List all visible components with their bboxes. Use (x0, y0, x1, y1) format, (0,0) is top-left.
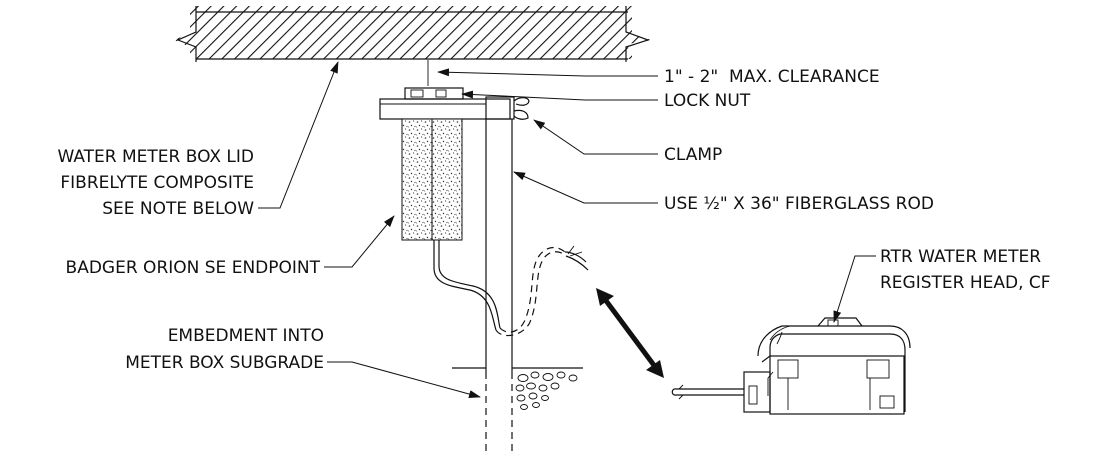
endpoint-wire (433, 240, 589, 337)
endpoint-cap (379, 87, 515, 120)
register-label-line1: RTR WATER METER (880, 247, 1041, 267)
endpoint-body (401, 118, 463, 241)
leader-lines (258, 60, 876, 398)
register-label-line2: REGISTER HEAD, CF (880, 273, 1051, 293)
embedment-label-line2: METER BOX SUBGRADE (125, 353, 324, 373)
endpoint-label: BADGER ORION SE ENDPOINT (66, 258, 321, 278)
clearance-label: 1" - 2" MAX. CLEARANCE (664, 67, 880, 87)
register-head-device (671, 317, 911, 415)
lid-label-line3: SEE NOTE BELOW (102, 199, 254, 219)
subgrade-ground (452, 367, 583, 410)
lock-nut-label: LOCK NUT (664, 91, 751, 111)
lid-label-line2: FIBRELYTE COMPOSITE (60, 173, 254, 193)
embedment-label-line1: EMBEDMENT INTO (168, 326, 324, 346)
wireless-link-arrow (596, 288, 664, 378)
clamp-label: CLAMP (664, 145, 722, 165)
fiberglass-rod-label: USE ½" X 36" FIBERGLASS ROD (664, 194, 934, 214)
clamp-wing-nut (513, 97, 530, 120)
meter-box-lid (174, 6, 652, 62)
lid-label-line1: WATER METER BOX LID (57, 147, 254, 167)
fiberglass-rod (485, 119, 513, 454)
